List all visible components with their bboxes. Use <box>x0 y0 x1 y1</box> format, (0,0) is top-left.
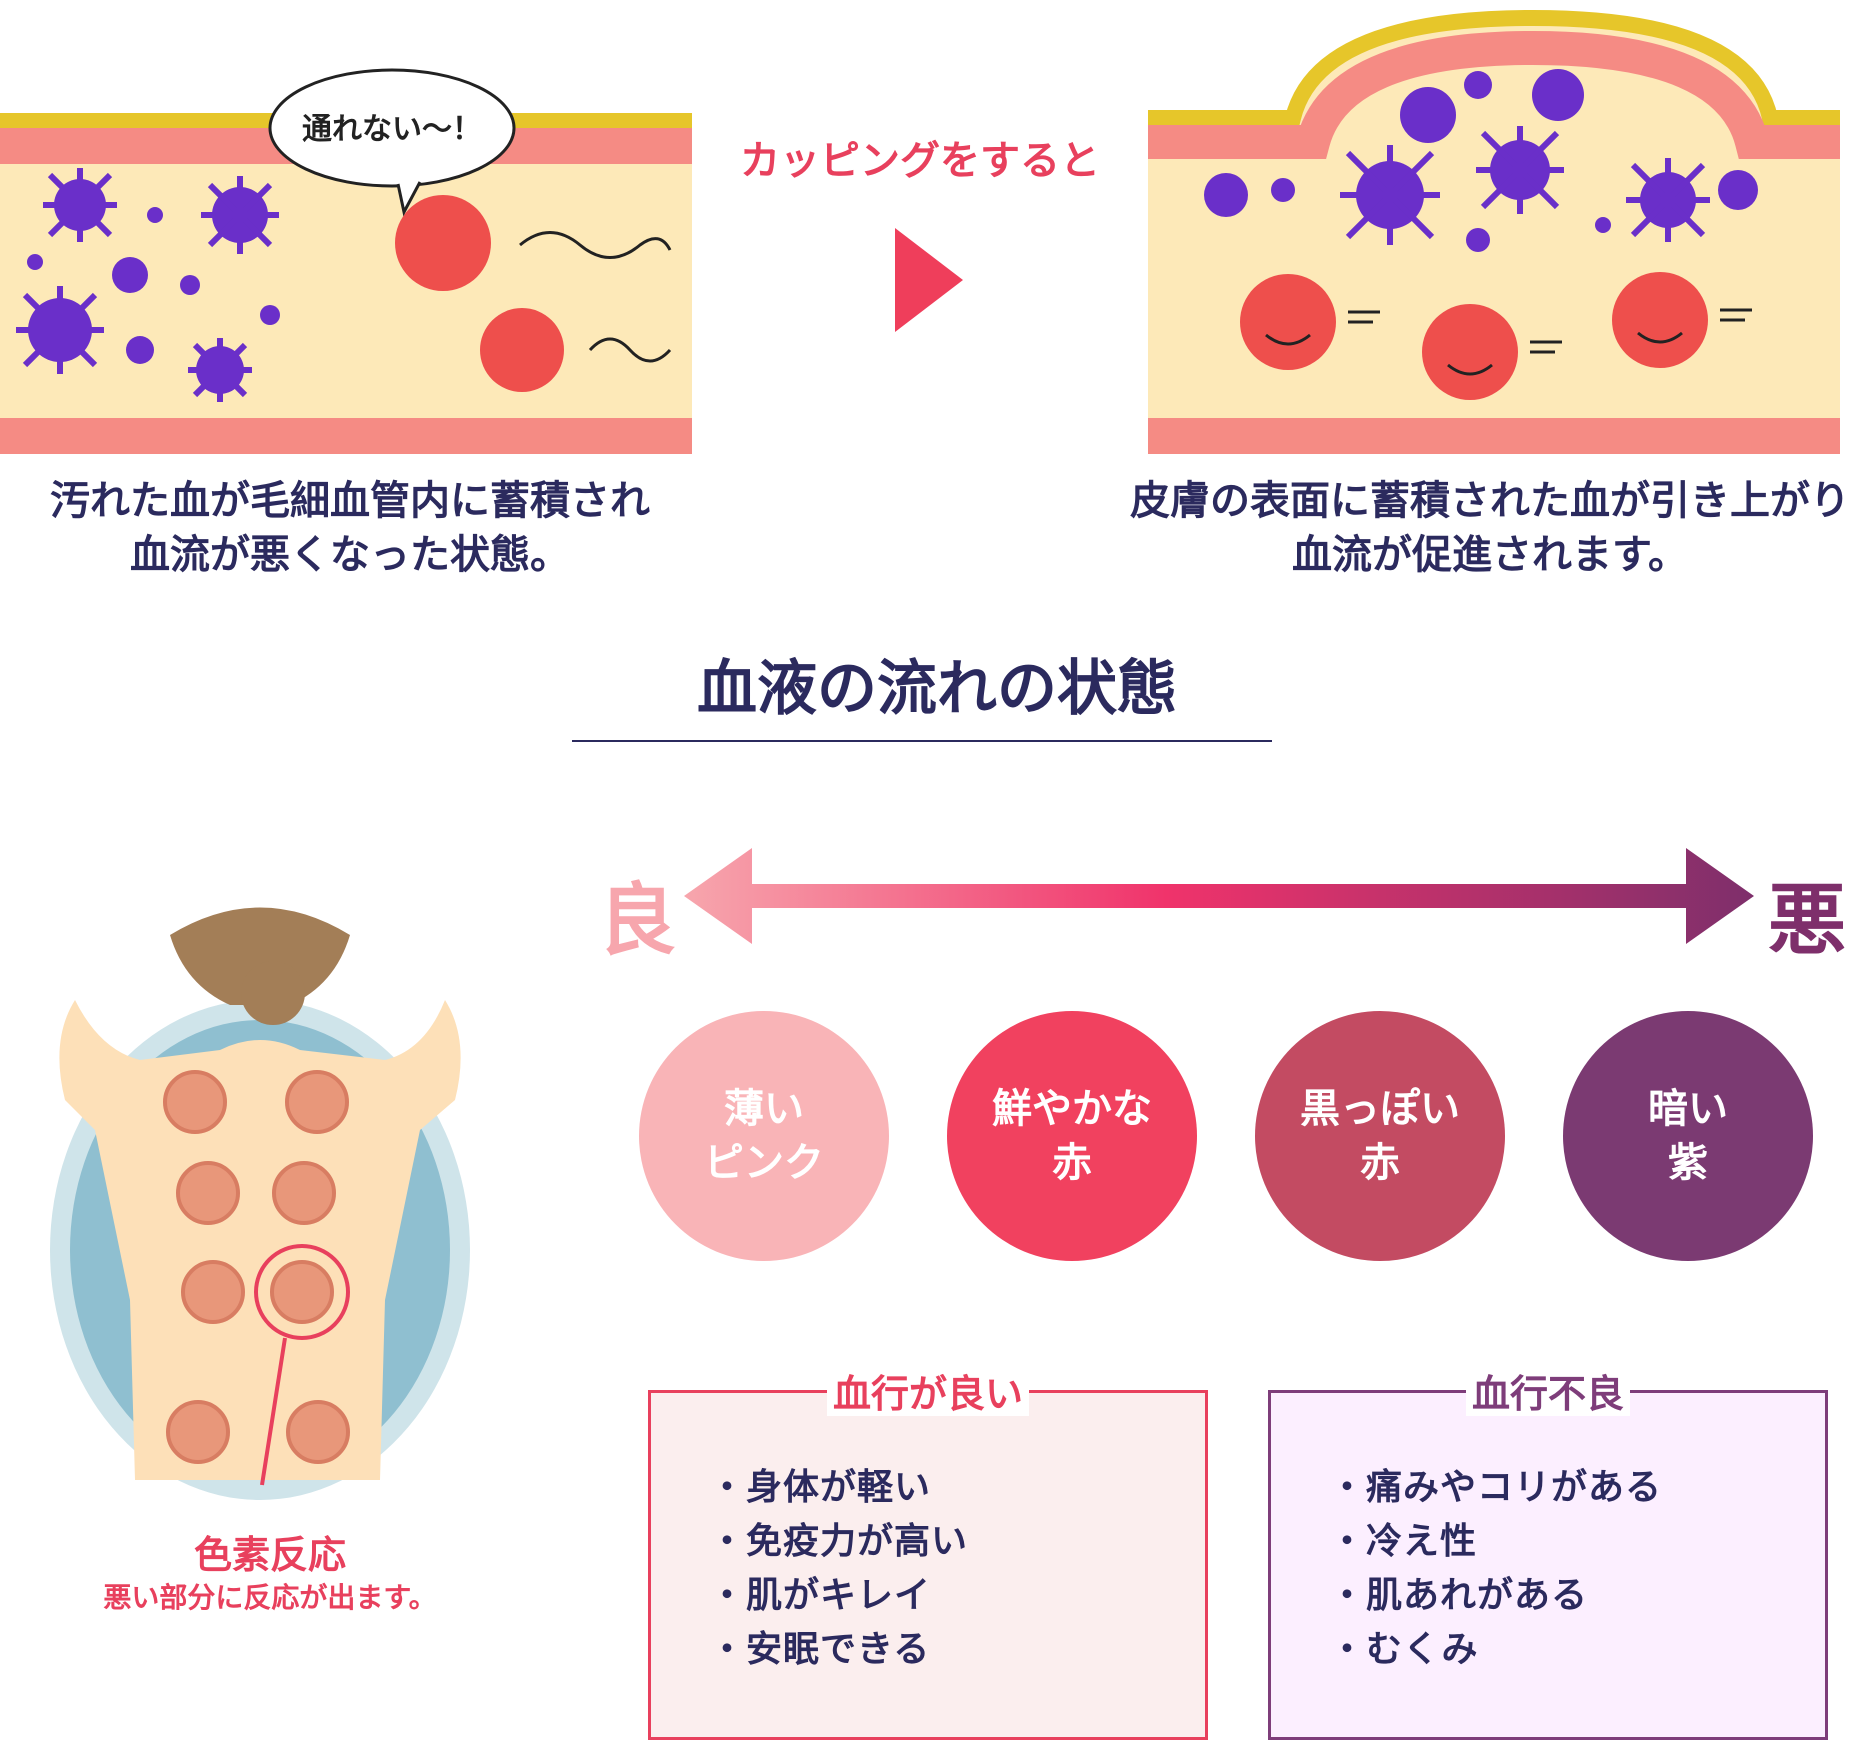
after-caption: 皮膚の表面に蓄積された血が引き上がり 血流が促進されます。 <box>1120 474 1860 582</box>
color-circle-line1: 薄い <box>724 1086 804 1132</box>
color-circle-line2: 紫 <box>1668 1140 1708 1186</box>
list-item: 肌がキレイ <box>709 1569 968 1623</box>
after-vessel-illustration <box>1148 0 1860 470</box>
bad-box-title: 血行不良 <box>1465 1372 1630 1416</box>
bad-box-list: 痛みやコリがある 冷え性 肌あれがある むくみ <box>1329 1461 1662 1677</box>
list-item: 身体が軽い <box>709 1461 968 1515</box>
list-item: 冷え性 <box>1329 1515 1662 1569</box>
section-divider <box>572 740 1272 742</box>
right-arrow-icon <box>895 228 963 332</box>
list-item: 免疫力が高い <box>709 1515 968 1569</box>
color-circle-line2: 赤 <box>1052 1140 1092 1186</box>
color-circle-line1: 暗い <box>1648 1086 1728 1132</box>
list-item: むくみ <box>1329 1623 1662 1677</box>
color-circle-vivid-red: 鮮やかな 赤 <box>947 1011 1197 1261</box>
before-caption: 汚れた血が毛細血管内に蓄積され 血流が悪くなった状態。 <box>0 474 700 582</box>
after-caption-line2: 血流が促進されます。 <box>1292 532 1688 578</box>
pigment-reaction-sub: 悪い部分に反応が出ます。 <box>103 1581 437 1614</box>
good-label: 良 <box>598 876 677 966</box>
list-item: 肌あれがある <box>1329 1569 1662 1623</box>
after-caption-line1: 皮膚の表面に蓄積された血が引き上がり <box>1130 478 1850 524</box>
color-circle-line2: ピンク <box>704 1140 824 1186</box>
color-circle-line1: 鮮やかな <box>992 1086 1152 1132</box>
bad-label: 悪 <box>1768 876 1847 966</box>
scale-arrow <box>684 848 1754 944</box>
pigment-reaction-title: 色素反応 <box>193 1533 346 1577</box>
list-item: 安眠できる <box>709 1623 968 1677</box>
good-circulation-box: 血行が良い 身体が軽い 免疫力が高い 肌がキレイ 安眠できる <box>648 1372 1208 1740</box>
color-circle-light-pink: 薄い ピンク <box>639 1011 889 1261</box>
good-box-title: 血行が良い <box>826 1372 1029 1416</box>
color-circle-dark-red: 黒っぽい 赤 <box>1255 1011 1505 1261</box>
color-circle-line2: 赤 <box>1360 1140 1400 1186</box>
section-title: 血液の流れの状態 <box>697 654 1177 724</box>
list-item: 痛みやコリがある <box>1329 1461 1662 1515</box>
back-cupping-illustration <box>40 900 480 1500</box>
poor-circulation-box: 血行不良 痛みやコリがある 冷え性 肌あれがある むくみ <box>1268 1372 1828 1740</box>
color-circle-dark-purple: 暗い 紫 <box>1563 1011 1813 1261</box>
transition-label: カッピングをすると <box>740 138 1100 184</box>
speech-text: 通れない〜！ <box>302 112 482 147</box>
color-circle-line1: 黒っぽい <box>1300 1086 1460 1132</box>
before-caption-line1: 汚れた血が毛細血管内に蓄積され <box>50 478 650 524</box>
good-box-list: 身体が軽い 免疫力が高い 肌がキレイ 安眠できる <box>709 1461 968 1677</box>
pigment-reaction-label: 色素反応 悪い部分に反応が出ます。 <box>80 1532 460 1618</box>
before-vessel-illustration: 通れない〜！ <box>0 0 700 470</box>
before-caption-line2: 血流が悪くなった状態。 <box>130 532 570 578</box>
